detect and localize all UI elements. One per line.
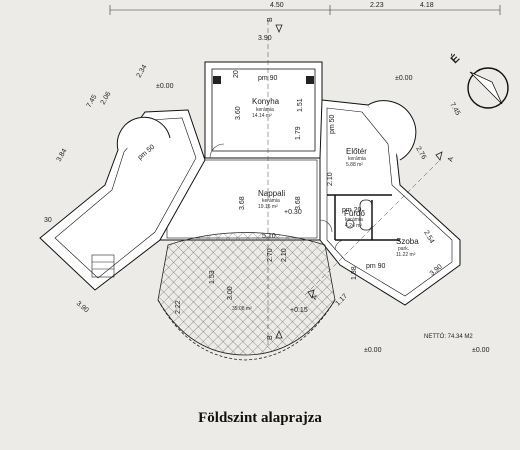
- konyha-inner: [211, 68, 316, 152]
- dim-pm90b: pm 90: [366, 263, 386, 270]
- furdo-area: 4.24 m²: [345, 223, 362, 229]
- door-swing-3: [334, 239, 346, 251]
- dim-small-c: 1.17: [334, 293, 349, 308]
- section-b-bottom-arrow: [275, 329, 283, 339]
- furdo-name: Fürdő: [344, 209, 365, 218]
- section-b-top: B: [267, 17, 274, 22]
- konyha-area: 14.14 m²: [252, 113, 272, 119]
- left-wing-inner: [54, 117, 197, 279]
- dim-wall-30: 30: [44, 217, 52, 224]
- level-right-top: ±0.00: [395, 75, 413, 82]
- dim-pm-furdo: pm 20: [342, 207, 362, 214]
- column-2: [306, 76, 314, 84]
- dim-left-a: 7.45: [86, 94, 99, 109]
- szoba-name: Szoba: [396, 237, 419, 246]
- eloter-name: Előtér: [346, 147, 367, 156]
- terrace-area: 35.08 m²: [232, 306, 252, 312]
- dim-top-b: 2.23: [370, 2, 384, 9]
- section-b-top-arrow: [275, 24, 283, 34]
- drawing-title: Földszint alaprajza: [198, 410, 322, 426]
- section-a-right: A: [447, 156, 455, 163]
- level-raised: +0.30: [284, 209, 302, 216]
- dim-top-c: 4.18: [420, 2, 434, 9]
- dim-small-f: 2.10: [327, 172, 334, 186]
- dim-bottom-left: 3.90: [75, 300, 90, 314]
- dim-terrace-b: 2.22: [175, 300, 182, 314]
- section-a-left: A: [311, 294, 319, 301]
- dim-left-c: 2.34: [136, 64, 149, 79]
- dim-pm90: pm 90: [258, 75, 278, 82]
- section-lines: B B A A: [267, 17, 455, 345]
- szoba-floor: park.: [398, 246, 409, 252]
- section-b-bottom: B: [267, 335, 274, 340]
- dim-nappali-h2: 3.68: [295, 196, 302, 210]
- dim-small-a: 2.70: [267, 248, 274, 262]
- house-walls: [39, 61, 461, 306]
- dim-konyha-h: 3.60: [235, 106, 242, 120]
- level-markers: ±0.00 +0.30 +0.15 ±0.00 ±0.00 ±0.00: [156, 75, 490, 354]
- dim-right-b: 2.76: [414, 146, 427, 161]
- dim-d20: 20: [233, 70, 240, 78]
- furdo-floor: kerámia: [345, 217, 363, 223]
- dim-top-a: 4.50: [270, 2, 284, 9]
- door-swing-1: [209, 143, 225, 159]
- door-swing-2: [319, 219, 333, 233]
- dim-left-b: 2.06: [100, 91, 113, 106]
- nappali-name: Nappali: [258, 189, 285, 198]
- szoba-area: 11.22 m²: [396, 252, 416, 258]
- compass-icon: [467, 67, 509, 109]
- eloter-floor: kerámia: [348, 156, 366, 162]
- section-a-left-arrow: [307, 289, 315, 299]
- net-area: NETTÓ: 74.34 M2: [424, 334, 473, 340]
- level-bottom-center: ±0.00: [364, 347, 382, 354]
- left-bay-arc: [116, 116, 171, 151]
- top-dimension-chain: 4.50 2.23 4.18: [109, 2, 501, 15]
- konyha-name: Konyha: [252, 97, 280, 106]
- dim-konyha-w: 3.90: [258, 35, 272, 42]
- dim-left-d: 3.84: [56, 148, 69, 163]
- terrace: [157, 232, 336, 361]
- dim-terrace-c: 1.53: [209, 270, 216, 284]
- dim-pm-eloter: pm 50: [329, 114, 336, 134]
- dim-terrace-a: 3.00: [227, 286, 234, 300]
- room-labels: Konyha kerámia 14.14 m² Nappali kerámia …: [232, 97, 419, 312]
- konyha-floor: kerámia: [256, 107, 274, 113]
- nappali-floor: kerámia: [262, 198, 280, 204]
- terrace-edge: [157, 299, 336, 361]
- dim-nappali-w: 5.10: [262, 233, 276, 240]
- section-a-right-arrow: [435, 151, 443, 161]
- left-fixture: [91, 254, 115, 278]
- level-bottom-right: ±0.00: [472, 347, 490, 354]
- dim-konyha-h2: 1.79: [295, 126, 302, 140]
- compass-label: É: [448, 52, 462, 66]
- right-wing-inner: [326, 107, 453, 297]
- dim-right-a: 7.45: [448, 102, 461, 117]
- bathtub-icon: [359, 199, 373, 231]
- dim-nappali-h: 3.68: [239, 196, 246, 210]
- dim-small-e: 1.51: [297, 98, 304, 112]
- north-compass: É: [448, 52, 509, 109]
- eloter-area: 5.88 m²: [346, 162, 363, 168]
- right-bay-arc: [367, 100, 417, 161]
- level-main: ±0.00: [156, 83, 174, 90]
- column-1: [213, 76, 221, 84]
- washbasin-icon: [345, 219, 355, 229]
- nappali-area: 19.16 m²: [258, 204, 278, 210]
- dim-small-b: 2.10: [281, 248, 288, 262]
- level-terrace: +0.15: [290, 307, 308, 314]
- dim-small-d: 1.88: [351, 266, 358, 280]
